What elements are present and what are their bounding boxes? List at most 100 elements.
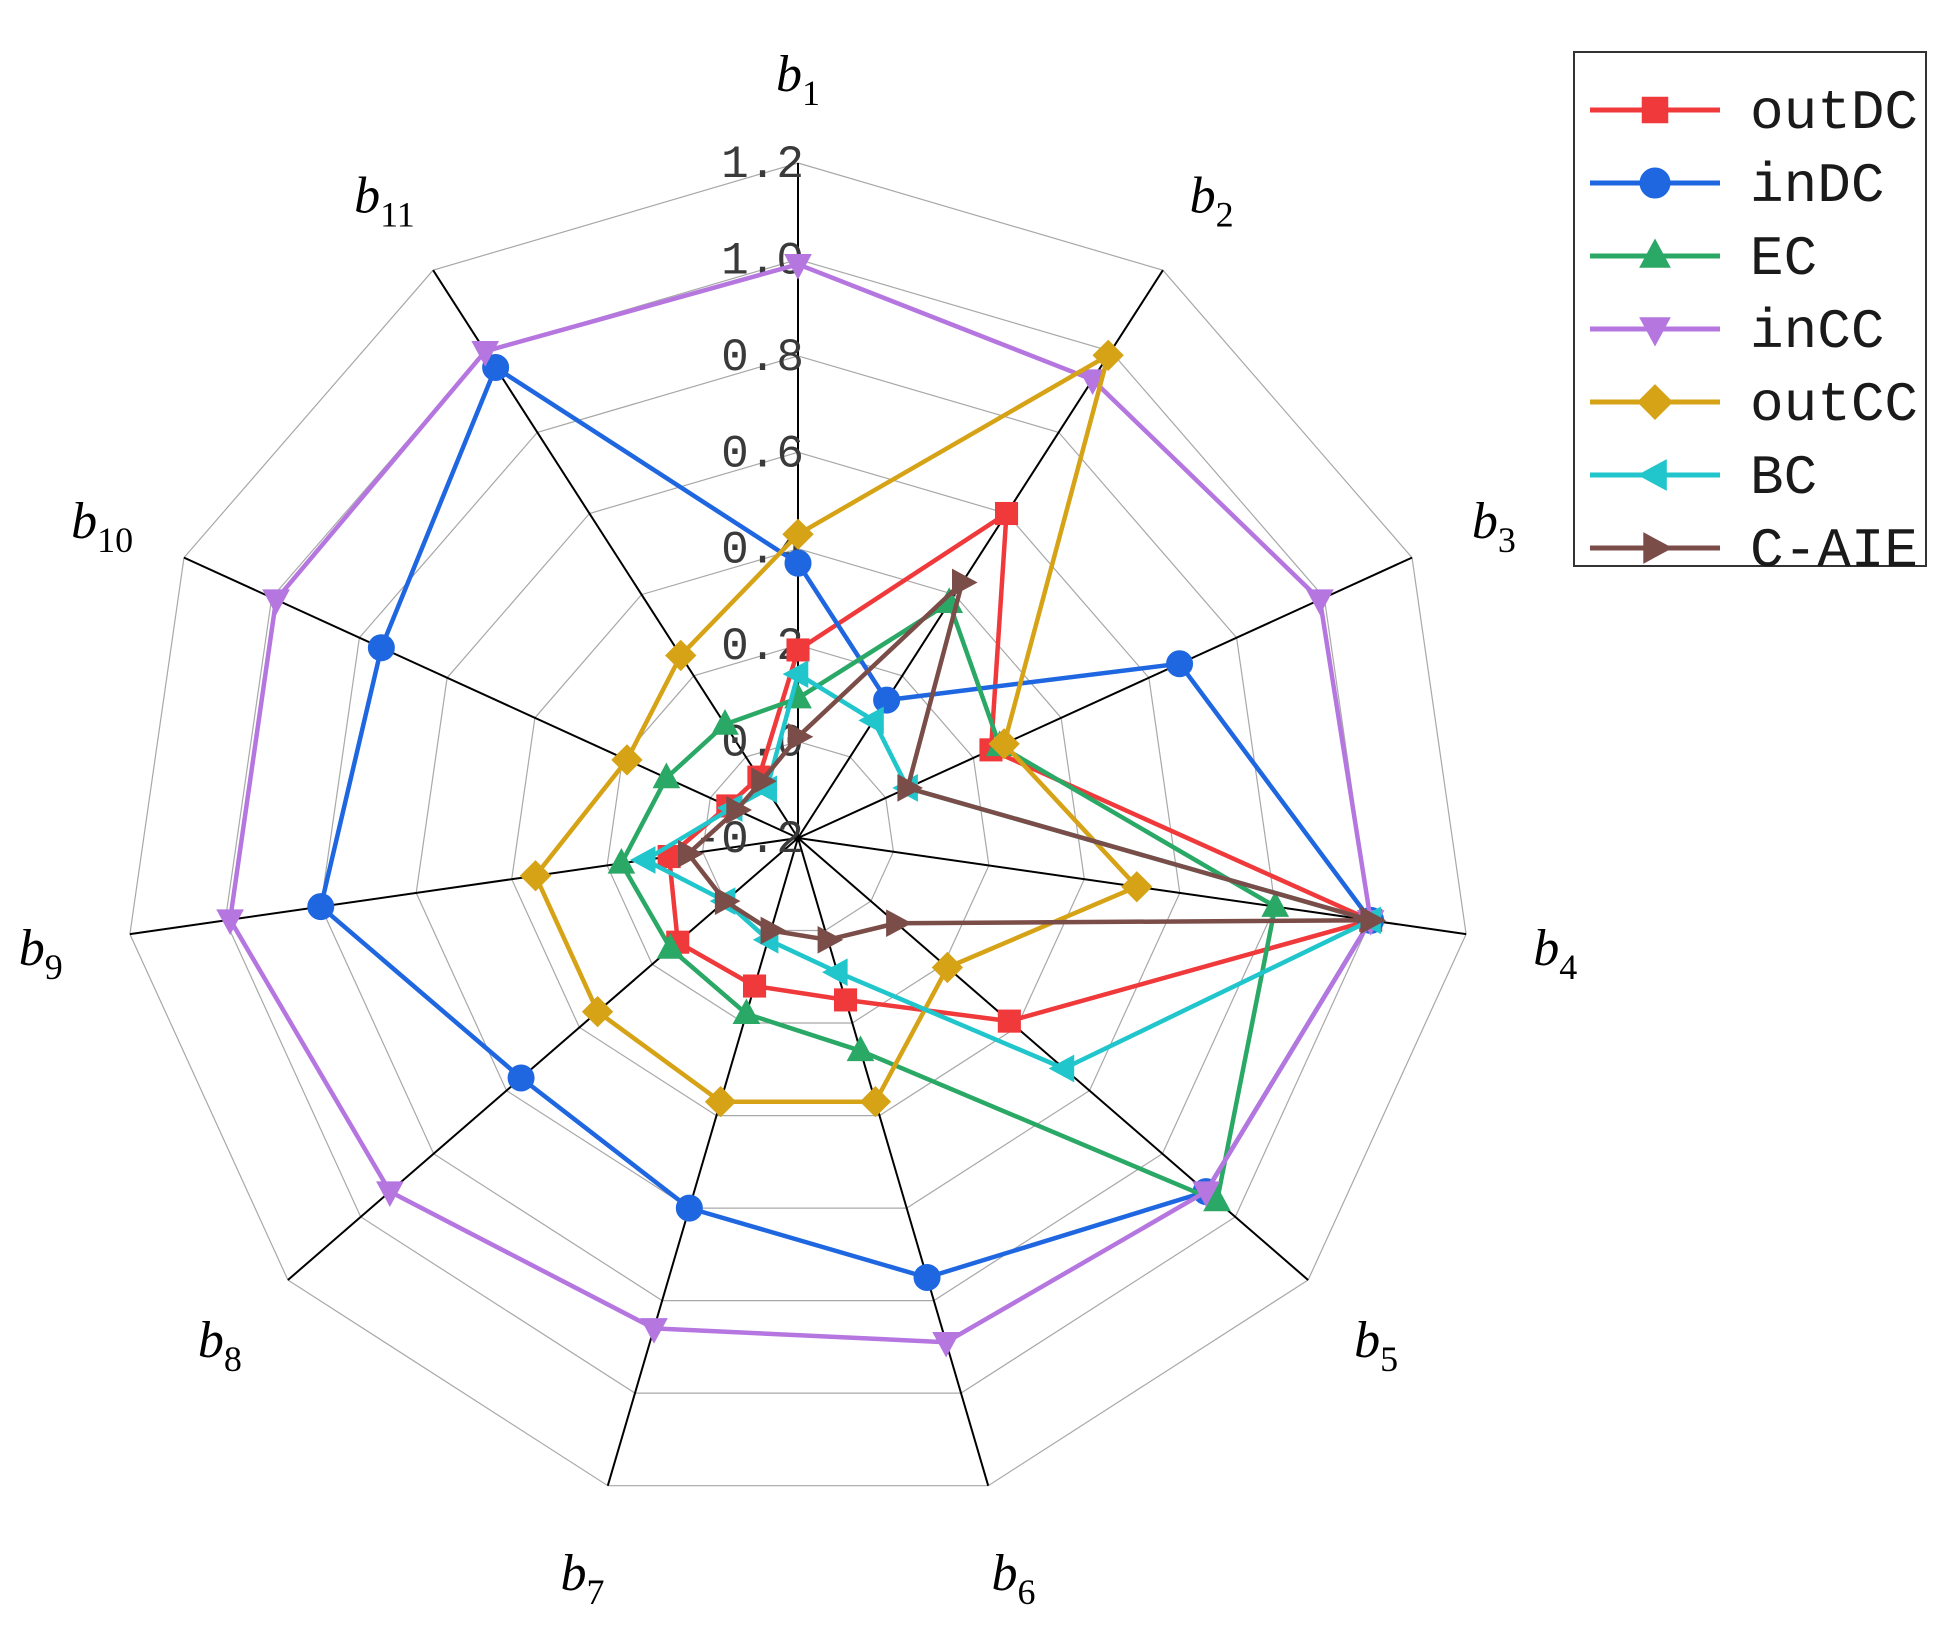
data-point (782, 518, 814, 550)
data-point (581, 995, 614, 1028)
data-point (932, 1332, 960, 1358)
series-layer (216, 254, 1387, 1358)
axis-label-base: b (354, 167, 380, 224)
radar-spokes (129, 163, 1467, 1486)
series-C-AIE (678, 568, 1387, 954)
data-point (726, 796, 752, 824)
data-point (704, 1085, 737, 1118)
legend-entry: inCC (1590, 300, 1884, 364)
series-EC (607, 587, 1290, 1212)
data-point (611, 744, 643, 776)
data-point (714, 887, 741, 915)
axis-label-base: b (1354, 1312, 1380, 1369)
grid-ring (415, 451, 1181, 1209)
radial-tick-label: 1.2 (721, 139, 804, 191)
axis-label-base: b (71, 493, 97, 550)
data-point (675, 1194, 703, 1222)
axis-label: b11 (354, 167, 415, 234)
data-point (519, 860, 552, 892)
grid-ring (701, 740, 895, 932)
data-point (732, 998, 761, 1024)
series-line (318, 365, 1373, 1280)
data-point (711, 709, 739, 735)
data-point (482, 353, 510, 381)
legend-label: BC (1750, 446, 1817, 510)
axis-label: b2 (1190, 167, 1234, 234)
data-point (1092, 339, 1124, 372)
axis-label-subscript: 6 (1018, 1572, 1036, 1612)
axis-label-subscript: 4 (1559, 947, 1577, 987)
legend-label: inDC (1750, 154, 1884, 218)
data-point (1360, 906, 1387, 935)
series-outDC (657, 501, 1383, 1033)
data-point (367, 634, 395, 662)
legend-entry: outDC (1590, 81, 1918, 145)
legend-entry: inDC (1590, 154, 1884, 218)
radial-tick-labels: -0.20.00.20.40.60.81.01.2 (694, 139, 804, 866)
data-point (858, 706, 884, 735)
data-point (822, 958, 848, 987)
axis-label-subscript: 5 (1380, 1339, 1398, 1379)
legend-marker (1639, 317, 1671, 347)
grid-ring (511, 548, 1085, 1117)
axis-label: b8 (198, 1312, 242, 1379)
series-outCC (519, 339, 1153, 1118)
data-point (1261, 891, 1290, 917)
data-point (1192, 1181, 1220, 1207)
axis-label-base: b (992, 1545, 1018, 1602)
data-point (640, 1318, 668, 1344)
legend-marker (1639, 238, 1671, 268)
axis-label-base: b (1533, 920, 1559, 977)
legend-label: outCC (1750, 373, 1918, 437)
axis-label-subscript: 7 (587, 1572, 605, 1612)
data-point (607, 848, 636, 874)
legend-marker (1637, 384, 1674, 421)
series-inDC (307, 353, 1385, 1291)
data-point (994, 501, 1019, 526)
data-point (873, 686, 901, 714)
legend-marker (1641, 96, 1669, 124)
data-point (376, 1181, 404, 1207)
data-point (784, 254, 812, 280)
axis-label-base: b (1472, 493, 1498, 550)
legend-marker (1643, 532, 1673, 564)
axis-spoke (287, 837, 799, 1281)
radial-tick-label: 0.8 (721, 332, 804, 384)
data-point (897, 774, 923, 802)
data-point (665, 639, 697, 672)
data-point (307, 893, 335, 921)
legend-label: outDC (1750, 81, 1918, 145)
axis-label: b5 (1354, 1312, 1398, 1379)
grid-ring (224, 258, 1372, 1394)
axis-label-subscript: 1 (802, 73, 820, 113)
data-point (751, 767, 777, 796)
series-line (533, 353, 1140, 1104)
axis-label: b3 (1472, 493, 1516, 560)
axis-label-subscript: 11 (380, 194, 415, 234)
legend-box (1573, 51, 1927, 567)
data-point (652, 762, 681, 789)
legend-label: inCC (1750, 300, 1884, 364)
axis-label: b4 (1533, 920, 1577, 987)
data-point (913, 1263, 941, 1291)
legend-entry: C-AIE (1590, 519, 1918, 583)
data-point (742, 974, 767, 998)
data-point (471, 341, 500, 367)
data-point (760, 916, 787, 945)
data-point (886, 909, 912, 938)
axis-label: b7 (561, 1545, 605, 1612)
data-point (931, 951, 964, 984)
data-point (846, 1035, 875, 1062)
data-point (784, 549, 812, 577)
data-point (629, 846, 656, 874)
data-point (997, 1009, 1021, 1033)
data-point (656, 933, 685, 959)
data-point (1306, 589, 1334, 616)
data-point (787, 722, 814, 751)
axis-label: b9 (19, 920, 63, 987)
radar-grid (129, 162, 1467, 1487)
data-point (786, 638, 810, 662)
axis-label-subscript: 2 (1216, 194, 1234, 234)
